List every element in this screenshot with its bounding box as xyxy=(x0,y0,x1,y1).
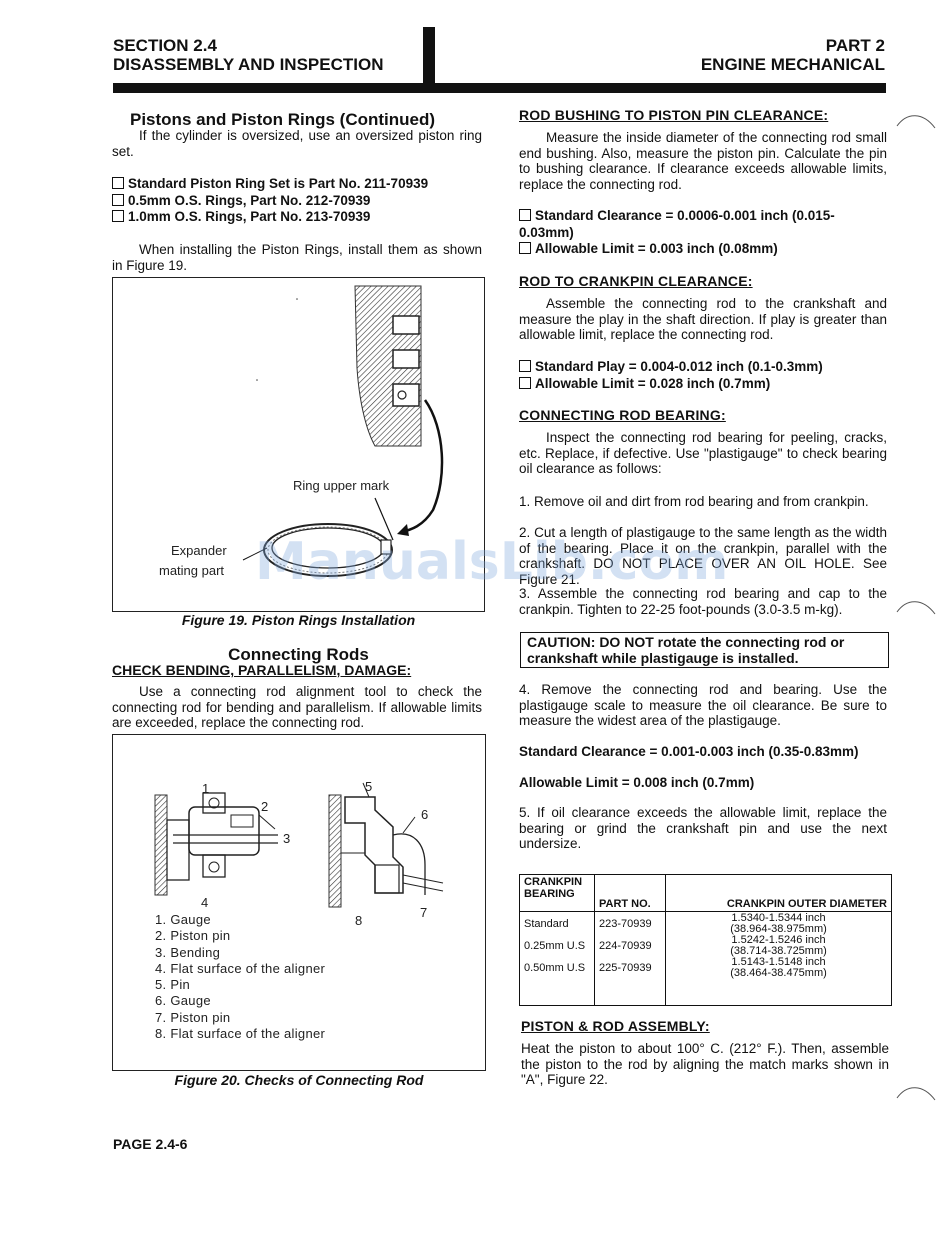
checkbox-icon xyxy=(519,360,531,372)
checkbox-icon xyxy=(519,376,531,389)
rods-heading: Connecting Rods xyxy=(228,645,369,664)
figure-19-frame: Ring upper mark Expander mating part xyxy=(112,277,485,612)
step-2: 2. Cut a length of plastigauge to the sa… xyxy=(519,525,887,587)
legend-item: 6. Gauge xyxy=(155,993,211,1009)
bushing-specs: Standard Clearance = 0.0006-0.001 inch (… xyxy=(519,208,889,258)
ring-upper-mark-label: Ring upper mark xyxy=(293,478,390,493)
checkbox-icon xyxy=(519,209,531,221)
header-rule xyxy=(113,83,886,93)
cell-part: 224-70939 xyxy=(599,939,652,952)
diameter-cells: 1.5340-1.5344 inch (38.964-38.975mm) 1.5… xyxy=(665,910,892,1007)
bushing-heading: ROD BUSHING TO PISTON PIN CLEARANCE: xyxy=(519,107,829,123)
callout-7: 7 xyxy=(420,905,428,920)
legend-item: 3. Bending xyxy=(155,944,221,960)
checkbox-icon xyxy=(112,193,124,206)
part-cells: 223-70939 224-70939 225-70939 xyxy=(594,910,666,1007)
assembly-heading: PISTON & ROD ASSEMBLY: xyxy=(521,1018,710,1034)
crankpin-limit: Allowable Limit = 0.028 inch (0.7mm) xyxy=(519,376,889,393)
checkbox-icon xyxy=(519,242,531,254)
legend-item: 4. Flat surface of the aligner xyxy=(155,960,326,976)
cell-bearing: Standard xyxy=(524,917,569,930)
part-number: PART 2 xyxy=(825,36,885,55)
page-number: PAGE 2.4-6 xyxy=(113,1136,188,1152)
callout-1: 1 xyxy=(202,781,210,796)
legend-item: 8. Flat surface of the aligner xyxy=(155,1026,326,1042)
cell-diameter-mm: (38.464-38.475mm) xyxy=(730,966,827,979)
margin-mark xyxy=(896,115,936,129)
watermark: ManualsLib.com xyxy=(255,532,729,592)
oil-standard: Standard Clearance = 0.001-0.003 inch (0… xyxy=(519,744,859,759)
callout-4: 4 xyxy=(201,895,209,910)
figure-19-caption: Figure 19. Piston Rings Installation xyxy=(181,612,416,628)
callout-8: 8 xyxy=(355,913,363,928)
ring-set-item: 1.0mm O.S. Rings, Part No. 213-70939 xyxy=(112,209,492,226)
header-divider-bar xyxy=(423,27,435,89)
part-title: ENGINE MECHANICAL xyxy=(700,55,885,74)
expander-label-2: mating part xyxy=(159,563,225,578)
legend-item: 7. Piston pin xyxy=(155,1009,231,1025)
checkbox-icon xyxy=(112,210,124,222)
cell-diameter-mm: (38.964-38.975mm) xyxy=(730,922,827,935)
legend-item: 2. Piston pin xyxy=(155,928,231,944)
legend-item: 1. Gauge xyxy=(155,912,211,927)
pistons-intro: If the cylinder is oversized, use an ove… xyxy=(112,128,482,159)
step-5: 5. If oil clearance exceeds the allowabl… xyxy=(519,805,887,851)
cell-part: 223-70939 xyxy=(599,917,652,930)
legend-item: 5. Pin xyxy=(155,977,191,993)
ring-set-item: Standard Piston Ring Set is Part No. 211… xyxy=(112,176,492,193)
crankpin-standard: Standard Play = 0.004-0.012 inch (0.1-0.… xyxy=(519,359,889,376)
bearing-heading: CONNECTING ROD BEARING: xyxy=(519,407,726,423)
bushing-text: Measure the inside diameter of the conne… xyxy=(519,130,887,192)
table-header-row: CRANKPIN BEARING PART NO. CRANKPIN OUTER… xyxy=(519,874,892,912)
step-3: 3. Assemble the connecting rod bearing a… xyxy=(519,586,887,617)
ring-set-list: Standard Piston Ring Set is Part No. 211… xyxy=(112,176,492,226)
callout-2: 2 xyxy=(261,799,269,814)
step-1: 1. Remove oil and dirt from rod bearing … xyxy=(519,494,869,509)
crankpin-heading: ROD TO CRANKPIN CLEARANCE: xyxy=(519,273,753,289)
crankpin-specs: Standard Play = 0.004-0.012 inch (0.1-0.… xyxy=(519,359,889,392)
install-text: When installing the Piston Rings, instal… xyxy=(112,242,482,273)
cell-diameter-inch: 1.5143-1.5148 inch xyxy=(731,955,826,968)
figure-20-frame: 1 2 3 4 5 6 7 8 1. Gauge 2. Piston pin 3… xyxy=(112,734,486,1071)
bearing-text: Inspect the connecting rod bearing for p… xyxy=(519,430,887,476)
crankpin-text: Assemble the connecting rod to the crank… xyxy=(519,296,887,342)
cell-part: 225-70939 xyxy=(599,961,652,974)
step-4: 4. Remove the connecting rod and bearing… xyxy=(519,682,887,728)
connecting-rod-diagram xyxy=(154,782,444,908)
check-text: Use a connecting rod alignment tool to c… xyxy=(112,684,482,730)
bushing-standard: Standard Clearance = 0.0006-0.001 inch (… xyxy=(519,208,835,240)
cell-diameter-mm: (38.714-38.725mm) xyxy=(730,944,827,957)
margin-mark xyxy=(896,1087,936,1101)
table-row: Standard 0.25mm U.S 0.50mm U.S 223-70939… xyxy=(519,910,892,1007)
cell-diameter-inch: 1.5340-1.5344 inch xyxy=(731,911,826,924)
bearing-cells: Standard 0.25mm U.S 0.50mm U.S xyxy=(519,910,595,1007)
piston-ring-diagram xyxy=(242,285,444,577)
section-number: SECTION 2.4 xyxy=(113,36,217,55)
bearing-table-wrap: CRANKPIN BEARING PART NO. CRANKPIN OUTER… xyxy=(519,874,892,1007)
figure-20-caption: Figure 20. Checks of Connecting Rod xyxy=(174,1072,424,1088)
header-part: PART NO. xyxy=(594,874,666,912)
assembly-text: Heat the piston to about 100° C. (212° F… xyxy=(521,1041,889,1087)
caution-box: CAUTION: DO NOT rotate the connecting ro… xyxy=(520,632,889,668)
margin-mark xyxy=(896,601,936,615)
ring-set-item: 0.5mm O.S. Rings, Part No. 212-70939 xyxy=(112,193,492,210)
cell-diameter-inch: 1.5242-1.5246 inch xyxy=(731,933,826,946)
bearing-table: CRANKPIN BEARING PART NO. CRANKPIN OUTER… xyxy=(519,874,892,1007)
figure-20-legend: 1. Gauge 2. Piston pin 3. Bending 4. Fla… xyxy=(155,912,325,1042)
cell-bearing: 0.25mm U.S xyxy=(524,939,586,952)
callout-6: 6 xyxy=(421,807,429,822)
pistons-heading: Pistons and Piston Rings (Continued) xyxy=(130,110,436,129)
expander-label: Expander xyxy=(171,543,227,558)
bushing-limit: Allowable Limit = 0.003 inch (0.08mm) xyxy=(519,241,889,258)
checkbox-icon xyxy=(112,177,124,189)
header-bearing: CRANKPIN BEARING xyxy=(519,874,595,912)
callout-5: 5 xyxy=(365,779,373,794)
section-title: DISASSEMBLY AND INSPECTION xyxy=(113,55,384,74)
check-heading: CHECK BENDING, PARALLELISM, DAMAGE: xyxy=(112,662,412,678)
cell-bearing: 0.50mm U.S xyxy=(524,961,586,974)
header-diameter: CRANKPIN OUTER DIAMETER xyxy=(665,874,892,912)
callout-3: 3 xyxy=(283,831,291,846)
oil-limit: Allowable Limit = 0.008 inch (0.7mm) xyxy=(519,775,755,790)
